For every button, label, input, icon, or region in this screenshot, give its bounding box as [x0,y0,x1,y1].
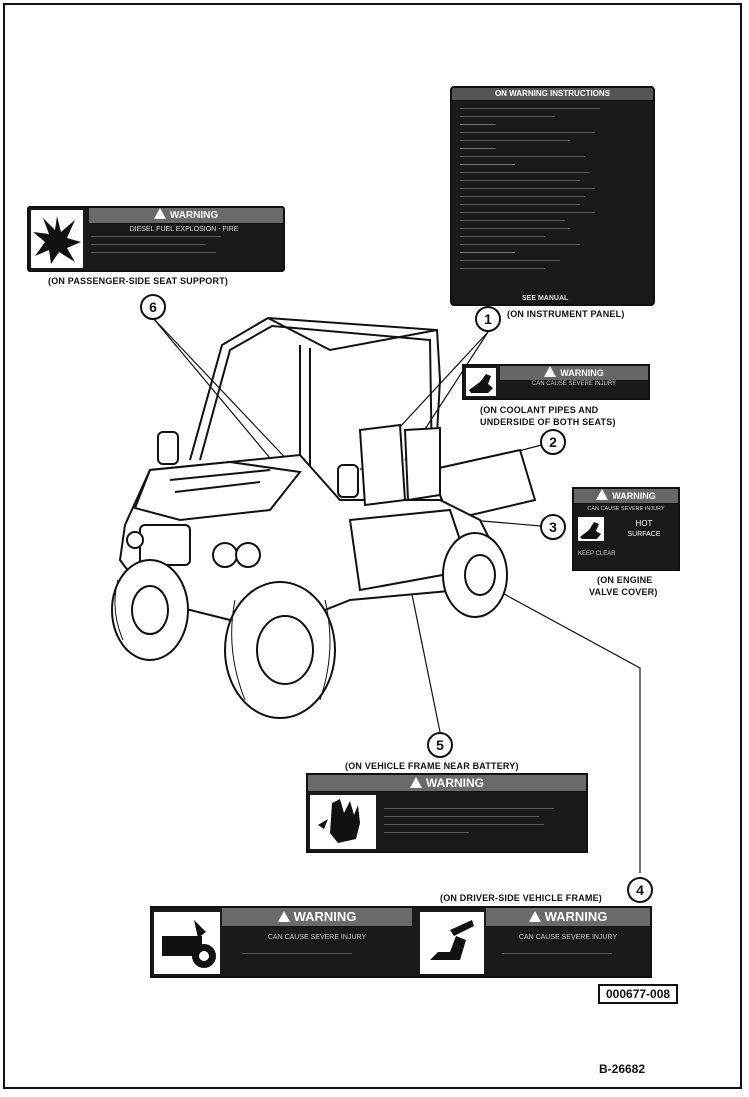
frame-decal: WARNING CAN CAUSE SEVERE INJURY ————————… [150,906,652,978]
battery-location: (ON VEHICLE FRAME NEAR BATTERY) [345,761,519,771]
decal-footer: SEE MANUAL [522,295,569,302]
battery-hand-icon [310,795,376,849]
callout-5: 5 [427,732,453,758]
valve-cover-decal: WARNING CAN CAUSE SEVERE INJURY HOT SURF… [572,487,680,571]
keep-clear-label: KEEP CLEAR [578,551,616,557]
figure-code: 000677-008 [598,984,679,1004]
hot-surface-hand-icon [578,517,604,541]
decal-header-right: WARNING [544,909,608,924]
coolant-location-line1: (ON COOLANT PIPES AND [480,405,599,415]
decal-header: WARNING [426,776,484,790]
decal-header: ON WARNING INSTRUCTIONS [452,88,653,101]
decal-subheader-left: CAN CAUSE SEVERE INJURY [267,934,367,941]
coolant-location-line2: UNDERSIDE OF BOTH SEATS) [480,417,616,427]
callout-6: 6 [140,294,166,320]
decal-header-left: WARNING [293,909,357,924]
hot-label: HOT [635,519,653,528]
surface-label: SURFACE [627,531,661,538]
instrument-panel-decal: ON WARNING INSTRUCTIONS ————————————————… [450,86,655,306]
decal-header: WARNING [612,491,656,501]
callout-1: 1 [475,306,501,332]
valve-cover-location-line2: VALVE COVER) [589,587,658,597]
callout-3: 3 [540,514,566,540]
warning-triangle-icon [277,911,290,922]
coolant-pipes-decal: WARNING CAN CAUSE SEVERE INJURY [462,364,650,400]
warning-triangle-icon [544,366,557,377]
rollover-icon [154,912,220,974]
valve-cover-location-line1: (ON ENGINE [597,575,653,585]
seat-support-decal: WARNING DIESEL FUEL EXPLOSION - FIRE ———… [27,206,285,272]
decal-subheader: CAN CAUSE SEVERE INJURY [587,506,665,512]
callout-4: 4 [627,877,653,903]
hot-surface-hand-icon [466,368,496,396]
decal-header: WARNING [560,368,604,378]
seat-belt-icon [420,912,484,974]
frame-location: (ON DRIVER-SIDE VEHICLE FRAME) [440,893,603,903]
battery-decal: WARNING ————————————————————————————————… [306,773,588,853]
warning-triangle-icon [596,489,609,500]
decal-line: DIESEL FUEL EXPLOSION - FIRE [129,226,239,233]
seat-support-location: (ON PASSENGER-SIDE SEAT SUPPORT) [48,276,229,286]
decal-subheader: CAN CAUSE SEVERE INJURY [531,381,617,387]
instrument-panel-location: (ON INSTRUMENT PANEL) [507,309,625,319]
decal-header: WARNING [169,210,219,221]
decal-subheader-right: CAN CAUSE SEVERE INJURY [518,934,618,941]
warning-triangle-icon [153,208,166,219]
warning-triangle-icon [410,777,422,788]
warning-triangle-icon [528,911,541,922]
page-border [3,3,742,1089]
explosion-icon [31,210,83,268]
page-reference: B-26682 [599,1062,646,1076]
callout-2: 2 [540,429,566,455]
